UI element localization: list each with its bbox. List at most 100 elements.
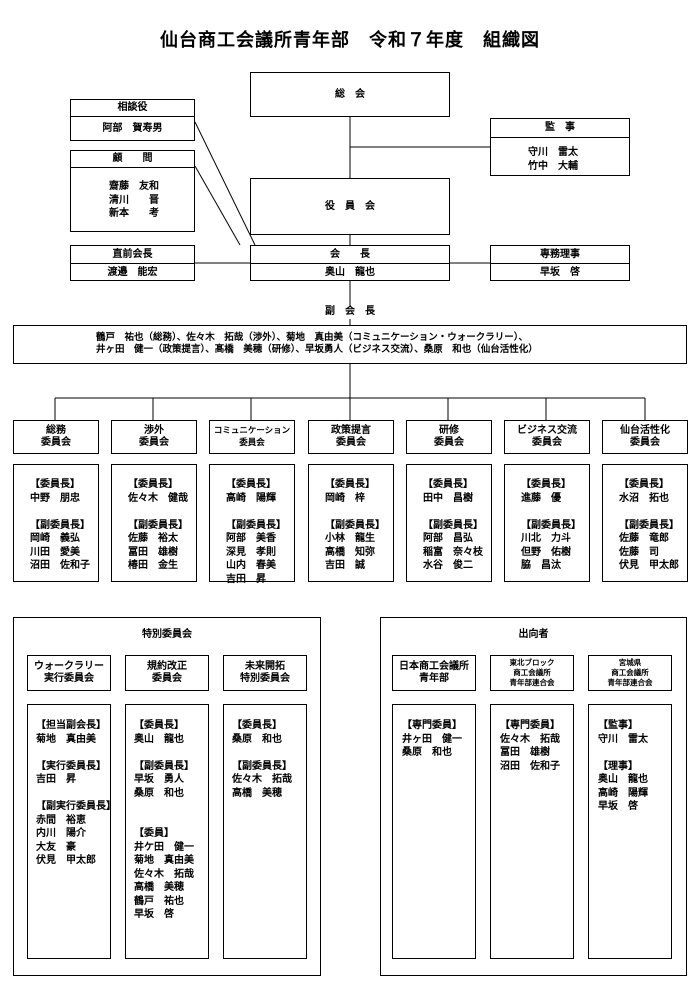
member-line: 【副委員長】	[521, 519, 581, 531]
member-line	[134, 746, 208, 760]
special-committee-header: 未来開拓 特別委員会	[223, 655, 307, 691]
committee-members: 【委員長】田中 昌樹 【副委員長】阿部 昌弘稲富 奈々枝水谷 俊二	[406, 464, 492, 582]
member-line	[598, 746, 671, 760]
board-box: 役 員 会	[250, 178, 450, 235]
member-line: 小林 龍生	[325, 533, 375, 544]
vice-presidents-line-2: 井ヶ田 健一（政策提言）、髙橋 美穂（研修）、早坂勇人（ビジネス交流）、桑原 和…	[96, 344, 538, 355]
auditors-box: 監 事 守川 雷太竹中 大輔	[490, 118, 630, 176]
member-line: 進藤 優	[521, 492, 561, 504]
member-line: 佐藤 竜郎	[619, 533, 669, 544]
member-line: 菊地 真由美	[134, 855, 194, 866]
member-line	[619, 505, 687, 519]
member-line: 井ヶ田 健一	[402, 733, 462, 745]
special-committee-members: 【担当副会長】菊地 真由美 【実行委員長】吉田 昇 【副実行委員長】赤間 裕恵内…	[27, 704, 116, 959]
member-line: 内川 陽介	[36, 828, 86, 839]
member-line: 【副実行委員長】	[36, 801, 116, 812]
counselor-name: 新本 考	[109, 208, 159, 219]
seconded-group-header: 東北ブロック 商工会議所 青年部連合会	[490, 655, 574, 691]
member-line: 【委員長】	[134, 720, 184, 731]
member-line: 大友 豪	[36, 841, 76, 853]
member-line: 水沼 拓也	[619, 492, 669, 504]
member-line: 【専門委員】	[500, 720, 560, 731]
committee-header: 総務 委員会	[13, 420, 99, 454]
special-committee-header: ウォークラリー 実行委員会	[27, 655, 111, 691]
member-line: 沼田 佐和子	[30, 560, 90, 571]
committee-header: 研修 委員会	[406, 420, 492, 454]
seconded-group-header: 宮城県 商工会議所 青年部連合会	[588, 655, 672, 691]
special-committee-members: 【委員長】桑原 和也 【副委員長】佐々木 拓哉高橋 美穂	[223, 704, 307, 959]
committee-header: ビジネス交流 委員会	[504, 420, 590, 454]
general-meeting-box: 総 会	[250, 72, 450, 117]
president-title: 会 長	[251, 246, 449, 264]
vice-presidents-line-1: 鶴戸 祐也（総務）、佐々木 拓哉（渉外）、菊地 真由美（コミュニケーション・ウォ…	[96, 332, 529, 343]
member-line: 川田 愛美	[30, 546, 80, 558]
counselors-box: 顧 問 齋藤 友和清川 晋新本 考	[70, 150, 195, 232]
member-line: 【理事】	[598, 760, 638, 772]
member-line: 早坂 啓	[598, 801, 638, 812]
president-name: 奥山 龍也	[325, 266, 375, 278]
member-line: 佐々木 健哉	[128, 492, 188, 504]
advisor-box: 相談役 阿部 賀寿男	[70, 99, 195, 141]
seconded-group-header: 日本商工会議所 青年部	[392, 655, 476, 691]
member-line: 【委員長】	[521, 479, 571, 490]
member-line: 桑原 和也	[402, 747, 452, 758]
member-line: 佐々木 拓哉	[232, 774, 292, 785]
page-title: 仙台商工会議所青年部 令和７年度 組織図	[160, 30, 540, 51]
member-line: 奥山 龍也	[134, 733, 184, 745]
member-line	[134, 814, 208, 828]
member-line	[232, 746, 306, 760]
member-line: 鶴戸 祐也	[134, 895, 184, 907]
special-committees-title: 特別委員会	[142, 629, 192, 640]
member-line: 吉田 誠	[325, 560, 365, 571]
member-line: 【委員長】	[325, 479, 375, 490]
member-line	[325, 505, 393, 519]
member-line: 菊地 真由美	[36, 733, 96, 745]
committee-header: 政策提言 委員会	[308, 420, 394, 454]
member-line: 佐々木 拓哉	[134, 868, 194, 880]
member-line: 冨田 雄樹	[128, 546, 178, 558]
member-line: 田中 昌樹	[423, 492, 473, 504]
member-line: 奥山 龍也	[598, 774, 648, 785]
member-line: 伏見 甲太郎	[619, 560, 679, 571]
counselors-title: 顧 問	[71, 151, 194, 168]
committee-members: 【委員長】進藤 優 【副委員長】川北 力斗但野 佑樹脇 昌汰	[504, 464, 590, 582]
member-line: 高崎 陽輝	[598, 787, 648, 799]
executive-director-box: 専務理事 早坂 啓	[490, 245, 630, 281]
member-line: 脇 昌汰	[521, 560, 561, 571]
member-line	[134, 800, 208, 814]
board-label: 役 員 会	[325, 200, 375, 212]
committee-members: 【委員長】岡崎 梓 【副委員長】小林 龍生高橋 知弥吉田 誠	[308, 464, 394, 582]
member-line: 阿部 美香	[226, 533, 276, 544]
member-line: 早坂 啓	[134, 909, 174, 920]
auditors-list: 守川 雷太竹中 大輔	[491, 138, 629, 173]
special-committee-header: 規約改正 委員会	[125, 655, 209, 691]
counselor-name: 清川 晋	[109, 194, 159, 206]
member-line	[226, 505, 294, 519]
seconded-title: 出向者	[518, 629, 549, 640]
counselors-list: 齋藤 友和清川 晋新本 考	[71, 168, 194, 221]
member-line	[36, 746, 110, 760]
member-line: 【実行委員長】	[36, 760, 106, 772]
member-line: 赤間 裕恵	[36, 814, 86, 826]
vice-presidents-box: 鶴戸 祐也（総務）、佐々木 拓哉（渉外）、菊地 真由美（コミュニケーション・ウォ…	[13, 325, 687, 364]
member-line: 高橋 美穂	[134, 882, 184, 893]
seconded-group-members: 【監事】守川 雷太 【理事】奥山 龍也高崎 陽輝早坂 啓	[588, 704, 672, 959]
member-line	[521, 505, 589, 519]
member-line: 冨田 雄樹	[500, 747, 550, 758]
executive-director-name: 早坂 啓	[540, 266, 580, 278]
member-line: 岡崎 義弘	[30, 533, 80, 544]
member-line: 早坂 勇人	[134, 774, 184, 785]
former-president-name: 渡邉 能宏	[107, 266, 158, 278]
member-line: 伏見 甲太郎	[36, 855, 96, 866]
committee-members: 【委員長】高崎 陽輝 【副委員長】阿部 美香深見 孝則山内 春美吉田 昇	[209, 464, 295, 585]
seconded-group-members: 【専門委員】井ヶ田 健一桑原 和也	[392, 704, 476, 959]
committee-header: 仙台活性化 委員会	[602, 420, 688, 454]
general-meeting-label: 総 会	[335, 88, 365, 100]
member-line: 【委員長】	[128, 479, 178, 490]
auditor-name: 竹中 大輔	[528, 160, 578, 172]
member-line: 【副委員長】	[128, 519, 188, 531]
member-line: 水谷 俊二	[423, 560, 473, 571]
special-committee-members: 【委員長】奥山 龍也 【副委員長】早坂 勇人桑原 和也 【委員】井ケ田 健一菊地…	[125, 704, 209, 959]
member-line: 稲富 奈々枝	[423, 546, 483, 558]
member-line: 岡崎 梓	[325, 492, 365, 504]
